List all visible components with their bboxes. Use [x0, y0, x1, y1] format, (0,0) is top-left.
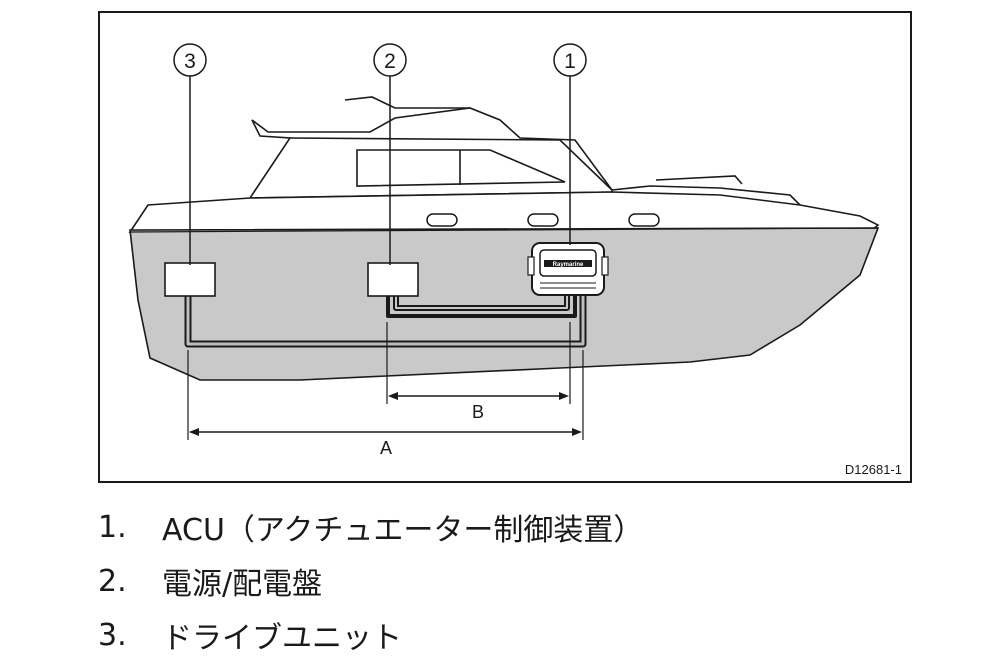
- legend-item: 2. 電源/配電盤: [98, 554, 918, 608]
- callout-2: 2: [373, 43, 407, 77]
- figure-frame: [98, 11, 912, 483]
- drive-unit-box: [164, 262, 216, 297]
- legend-text: 電源/配電盤: [162, 567, 323, 602]
- cable-power-to-acu: [386, 296, 577, 318]
- legend-item: 1. ACU（アクチュエーター制御装置）: [98, 500, 918, 554]
- legend-number: 1.: [98, 509, 127, 545]
- boat-installation-diagram: Raymarine 1 2 3 B A: [98, 11, 912, 483]
- boat-superstructure: [248, 96, 802, 211]
- porthole: [527, 213, 559, 227]
- legend-item: 3. ドライブユニット: [98, 608, 918, 662]
- porthole: [628, 213, 660, 227]
- porthole: [426, 213, 458, 227]
- legend-text: ドライブユニット: [162, 621, 402, 656]
- callout-1-label: 1: [564, 50, 576, 73]
- power-panel-box: [367, 262, 419, 297]
- acu-unit: Raymarine: [527, 242, 609, 296]
- dimension-a-label: A: [380, 438, 392, 458]
- figure-id: D12681-1: [845, 462, 902, 477]
- portholes: [426, 213, 660, 227]
- dimension-a: A: [189, 428, 582, 458]
- callout-3: 3: [173, 43, 207, 77]
- legend-number: 3.: [98, 617, 127, 653]
- dimension-b: B: [388, 392, 569, 422]
- boat-hull: [129, 227, 880, 381]
- cable-drive-to-acu: [184, 296, 587, 348]
- legend-text: ACU（アクチュエーター制御装置）: [162, 513, 644, 548]
- boat-deck: [128, 191, 880, 233]
- legend-list: 1. ACU（アクチュエーター制御装置） 2. 電源/配電盤 3. ドライブユニ…: [98, 500, 918, 662]
- callout-3-label: 3: [184, 50, 196, 73]
- dimension-extension-lines: [187, 322, 584, 440]
- dimension-b-label: B: [472, 402, 484, 422]
- acu-brand-label: Raymarine: [553, 262, 584, 268]
- legend-number: 2.: [98, 563, 127, 599]
- callout-2-label: 2: [384, 50, 396, 73]
- callout-leaders: [189, 76, 571, 265]
- callout-1: 1: [553, 43, 587, 77]
